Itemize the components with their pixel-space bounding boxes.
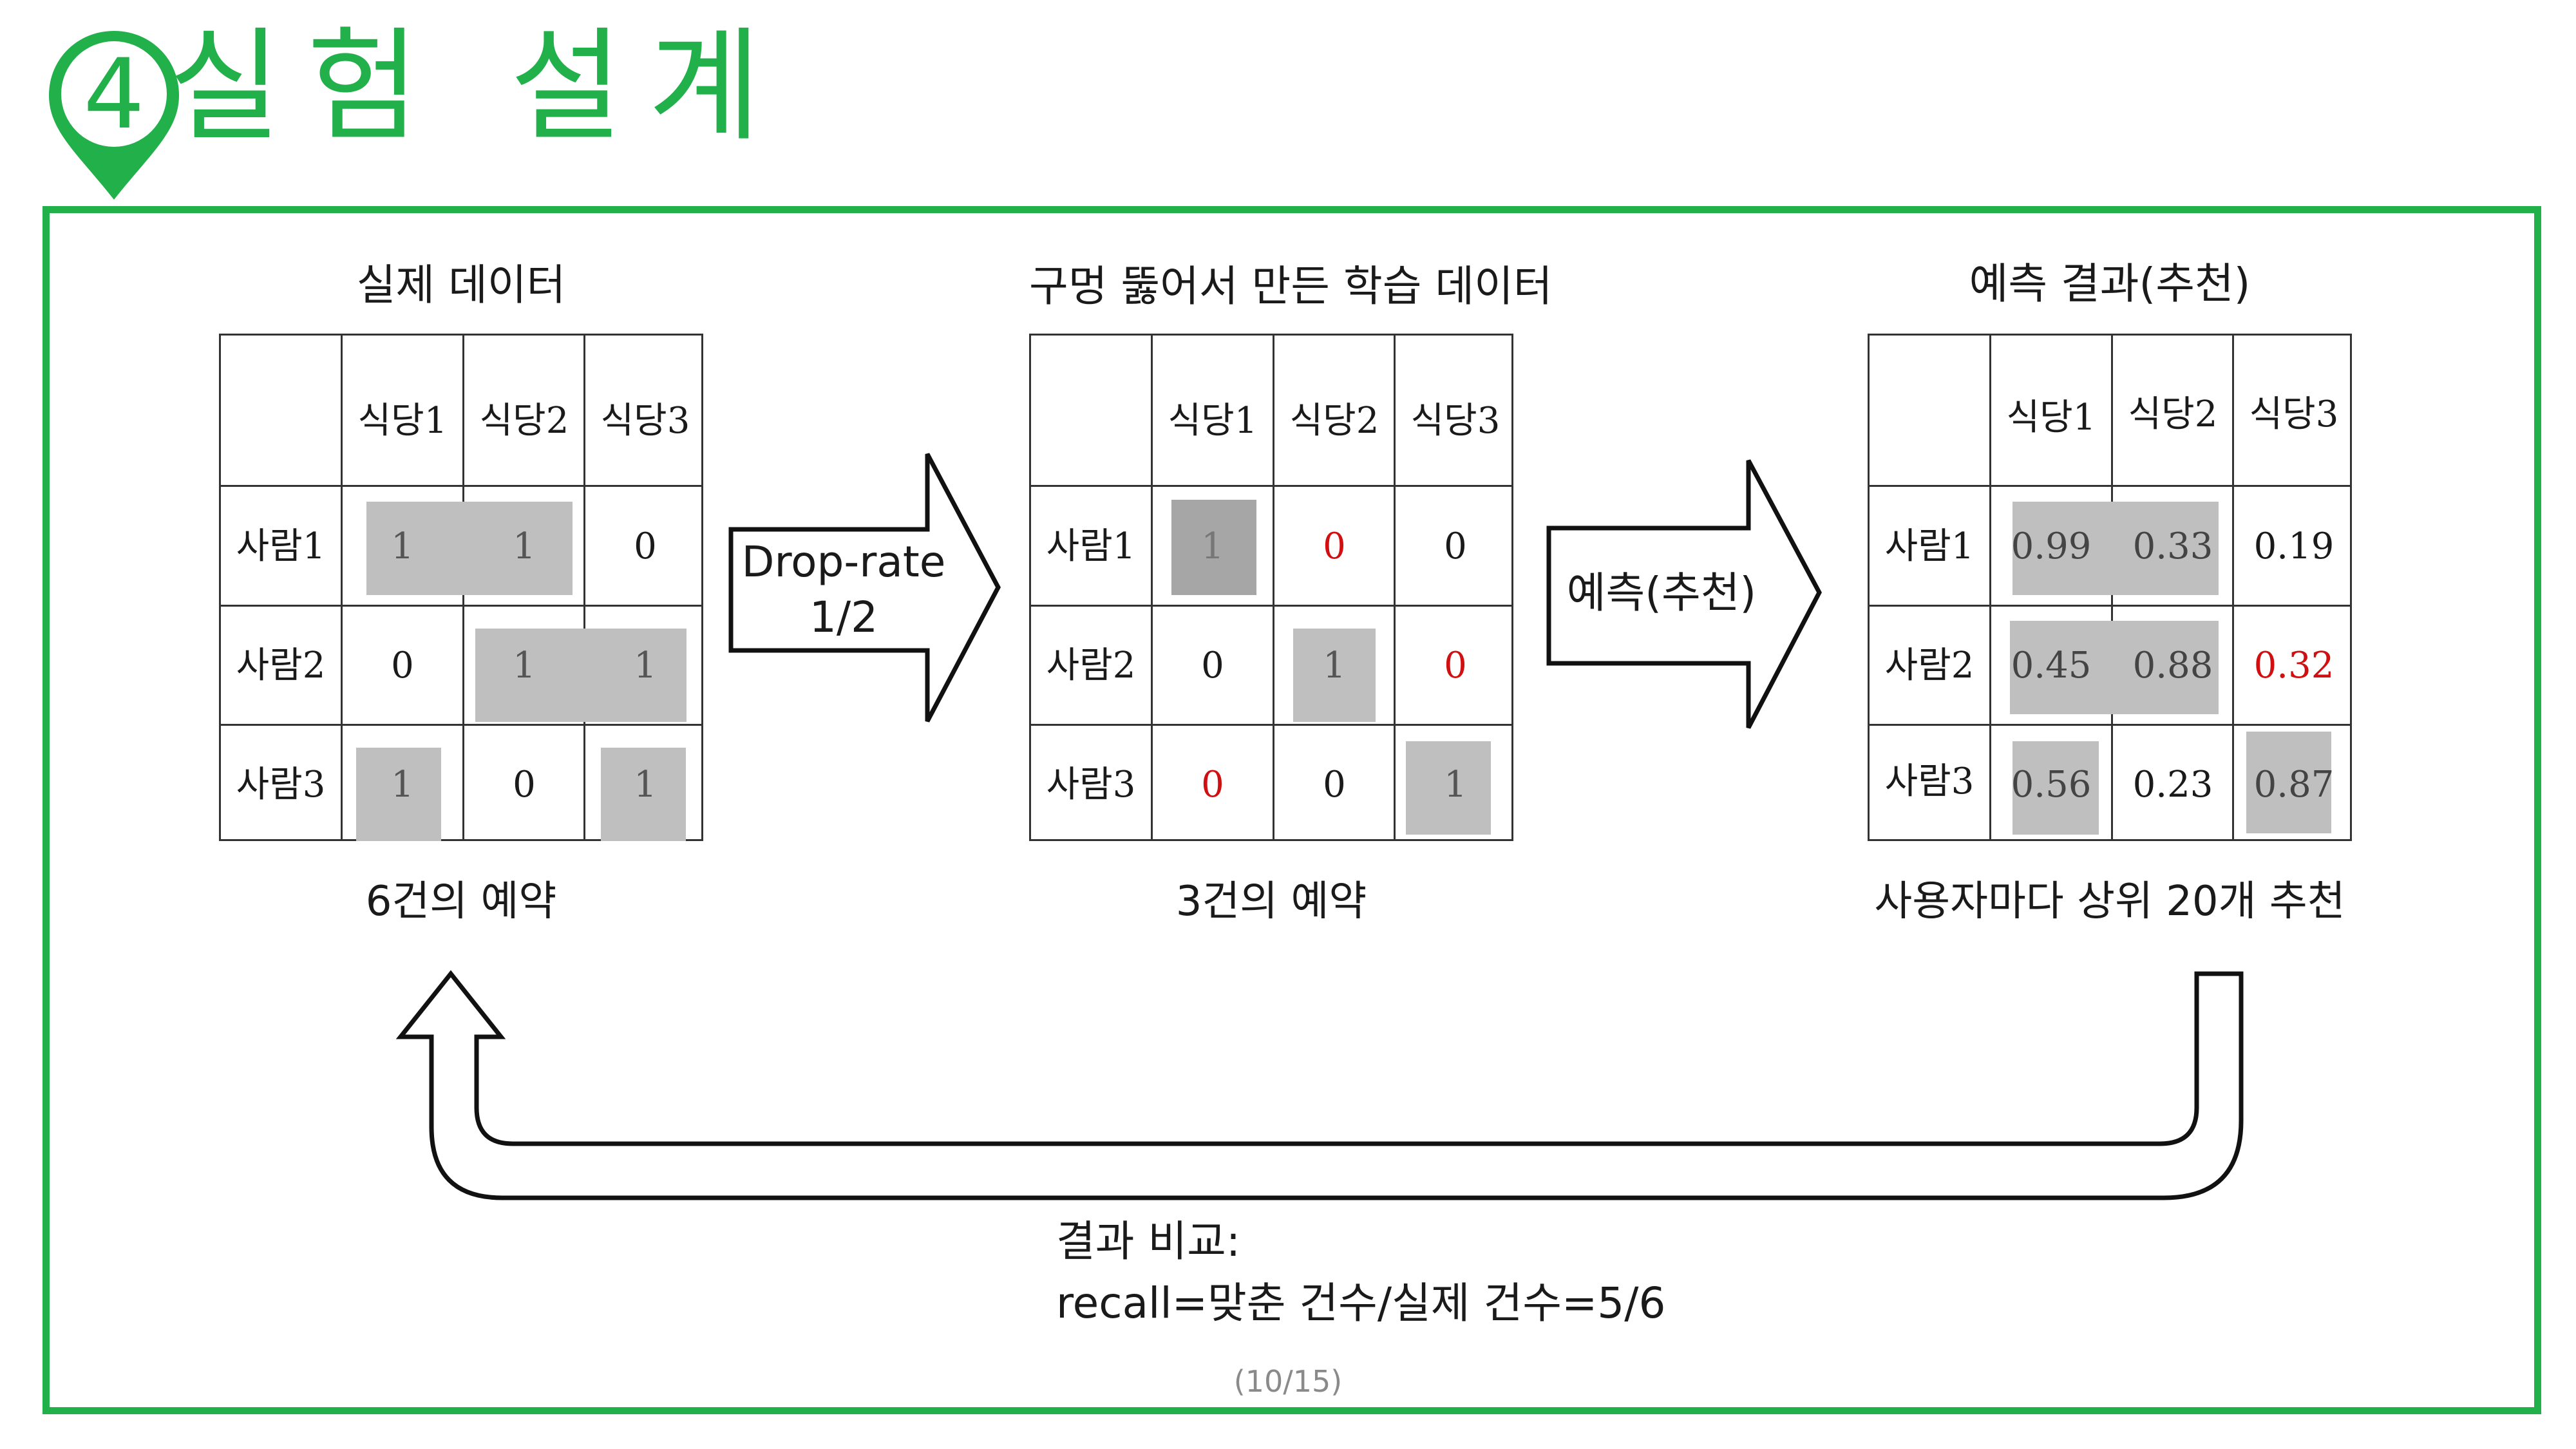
table-title: 예측 결과(추천) (1969, 259, 2251, 308)
row-header: 사람1 (1046, 526, 1136, 567)
table-cell: 1 (634, 764, 657, 806)
table-cell: 1 (391, 764, 414, 806)
table-cell: 0.33 (2132, 526, 2213, 567)
table-cell: 1 (513, 526, 536, 567)
column-header: 식당2 (2128, 393, 2218, 435)
column-header: 식당1 (1168, 400, 1258, 442)
data-table-training: 식당1 식당2 식당3 사람1 사람2 사람3 1 0 0 0 1 0 0 0 … (1029, 334, 1513, 841)
column-header: 식당3 (2249, 393, 2339, 435)
row-header: 사람2 (1884, 645, 1975, 687)
table-title: 구멍 뚫어서 만든 학습 데이터 (1029, 261, 1553, 311)
slide-title: 실험 설계 (169, 15, 787, 158)
right-arrow-icon (1546, 459, 1822, 729)
table-cell: 0.88 (2132, 645, 2213, 687)
comparison-heading: 결과 비교: (1056, 1217, 1241, 1266)
table-cell: 1 (1201, 526, 1224, 567)
table-cell: 0 (1323, 764, 1346, 806)
table-cell-highlighted: 0.32 (2253, 645, 2334, 687)
table-cell: 0 (513, 764, 536, 806)
row-header: 사람2 (1046, 645, 1136, 687)
table-cell: 1 (513, 645, 536, 687)
page-number: (10/15) (1233, 1364, 1343, 1399)
badge-number: 4 (83, 39, 144, 151)
content-frame (43, 206, 2541, 1414)
table-caption: 사용자마다 상위 20개 추천 (1874, 878, 2345, 925)
data-table-actual: 식당1 식당2 식당3 사람1 사람2 사람3 1 1 0 0 1 1 1 0 … (219, 334, 703, 841)
column-header: 식당1 (357, 400, 448, 442)
table-cell: 0.45 (2011, 645, 2092, 687)
column-header: 식당3 (600, 400, 690, 442)
drop-rate-label: Drop-rate 1/2 (734, 535, 953, 645)
table-cell-dropped: 0 (1444, 645, 1467, 687)
data-table-prediction: 식당1 식당2 식당3 사람1 사람2 사람3 0.99 0.33 0.19 0… (1868, 334, 2352, 841)
row-header: 사람1 (1884, 526, 1975, 567)
table-cell: 0.87 (2253, 764, 2334, 806)
column-header: 식당2 (479, 400, 569, 442)
table-cell: 1 (391, 526, 414, 567)
table-cell: 1 (634, 645, 657, 687)
table-cell: 0.23 (2132, 764, 2213, 806)
column-header: 식당2 (1289, 400, 1379, 442)
table-cell-dropped: 0 (1201, 764, 1224, 806)
table-caption: 3건의 예약 (1175, 878, 1367, 925)
column-header: 식당1 (2006, 397, 2096, 439)
table-title: 실제 데이터 (356, 260, 566, 310)
return-arrow-icon (395, 970, 2244, 1200)
row-header: 사람3 (1046, 764, 1136, 806)
table-cell: 1 (1444, 764, 1467, 806)
table-cell: 0 (391, 645, 414, 687)
right-arrow-icon (728, 453, 1001, 723)
table-cell: 0 (1444, 526, 1467, 567)
table-cell: 0 (634, 526, 657, 567)
table-cell: 1 (1323, 645, 1346, 687)
drop-rate-line1: Drop-rate (741, 537, 946, 587)
table-cell: 0.99 (2011, 526, 2092, 567)
table-cell: 0.56 (2011, 764, 2092, 806)
row-header: 사람3 (1884, 761, 1975, 802)
predict-label: 예측(추천) (1566, 568, 1757, 618)
table-caption: 6건의 예약 (365, 878, 557, 925)
result-comparison: 결과 비교: recall=맞춘 건수/실제 건수=5/6 (1056, 1211, 1665, 1334)
row-header: 사람2 (236, 645, 326, 687)
table-cell: 0.19 (2253, 526, 2334, 567)
table-cell-dropped: 0 (1323, 526, 1346, 567)
table-cell: 0 (1201, 645, 1224, 687)
number-badge-icon: 4 (49, 31, 179, 200)
row-header: 사람3 (236, 764, 326, 806)
recall-formula: recall=맞춘 건수/실제 건수=5/6 (1056, 1278, 1666, 1328)
row-header: 사람1 (236, 526, 326, 567)
column-header: 식당3 (1410, 400, 1501, 442)
drop-rate-line2: 1/2 (809, 592, 878, 642)
